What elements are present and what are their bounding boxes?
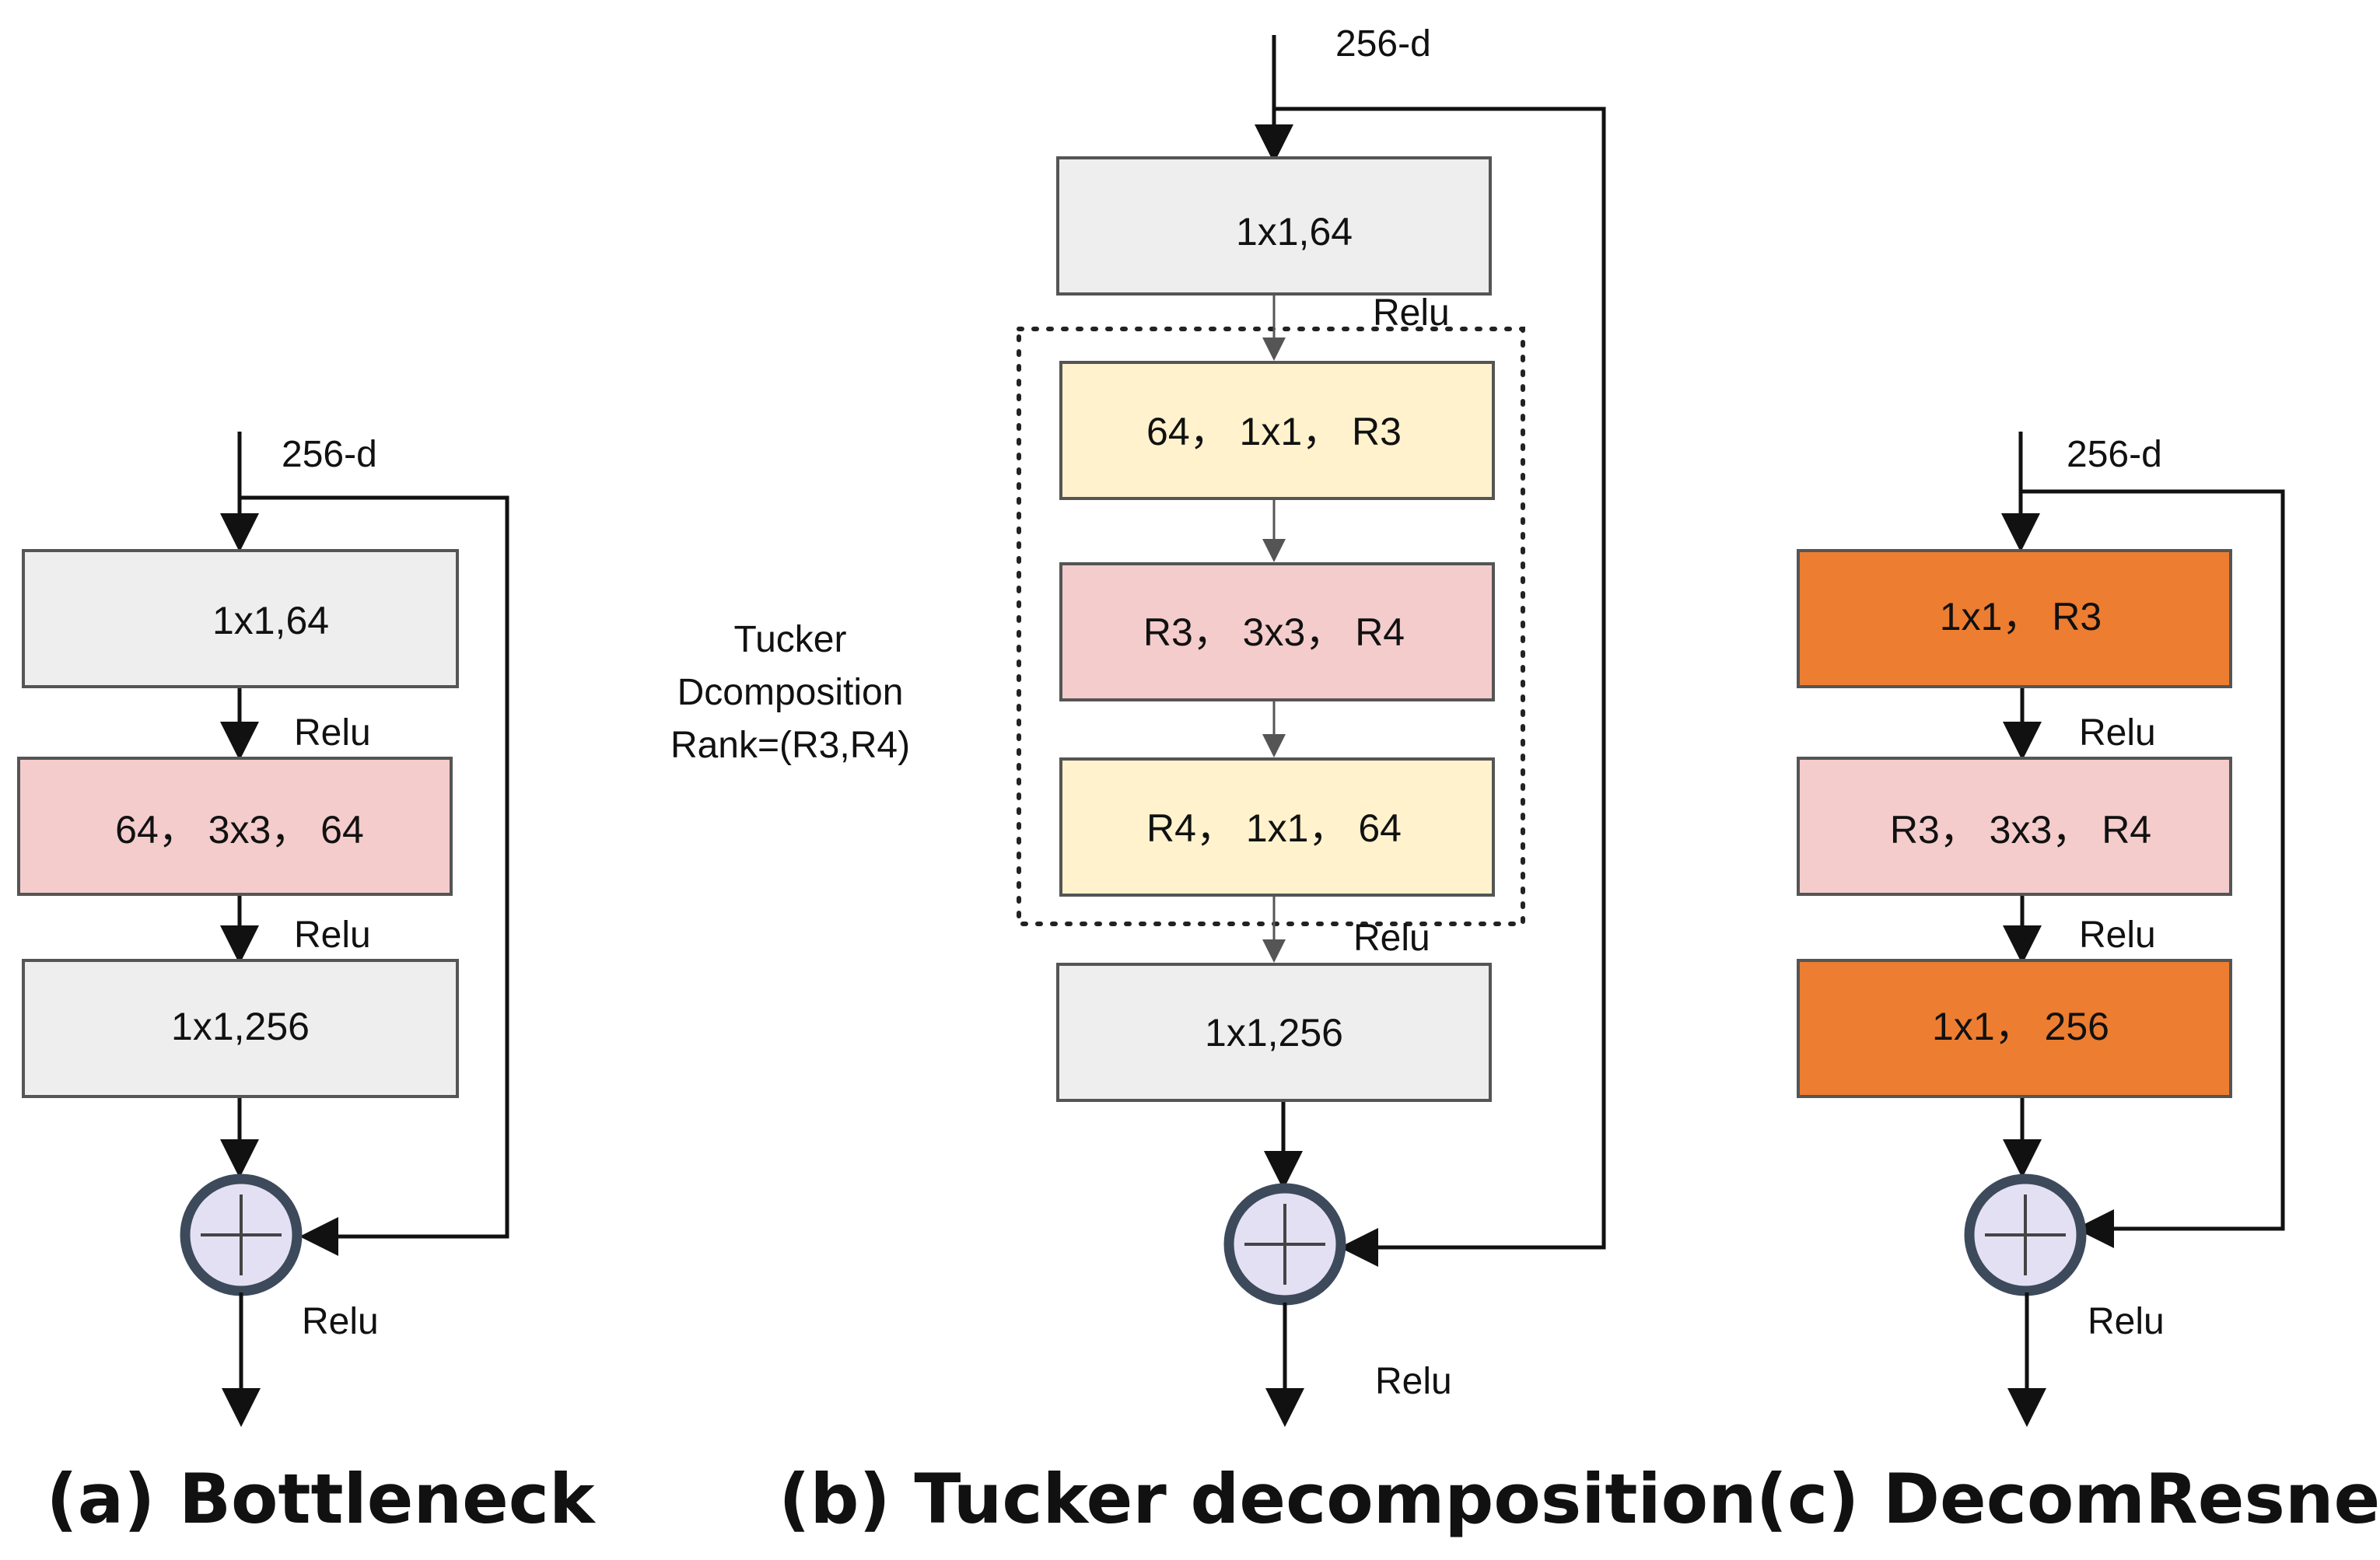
core-block-1: [1059, 361, 1495, 500]
relu-label-out: Relu: [2088, 1301, 2165, 1342]
conv-block-3-label: 1x1,256: [171, 1005, 310, 1048]
conv-block-2-label: 64， 3x3， 64: [115, 808, 364, 852]
input-label: 256-d: [2067, 434, 2162, 475]
add-icon: [1964, 1173, 2087, 1296]
input-label: 256-d: [1335, 23, 1431, 65]
skip-connection: [2021, 489, 2285, 1248]
core-block-2-label: R3， 3x3， R4: [1143, 610, 1405, 654]
conv-block-last: [1056, 963, 1492, 1102]
conv-block-2-label: R3， 3x3， R4: [1890, 808, 2151, 852]
core-block-1-label: 64， 1x1， R3: [1146, 410, 1402, 453]
panel-b-tucker: 256-d 1x1,64 Relu 64， 1x1， R3 R3， 3x3， R…: [670, 23, 1757, 1539]
conv-block-2: [17, 757, 453, 896]
conv-block-1: [22, 549, 459, 688]
core-block-2: [1059, 562, 1495, 701]
relu-label-1: Relu: [1373, 292, 1450, 334]
conv-block-1-label: 1x1,64: [212, 599, 329, 642]
core-block-3-label: R4， 1x1， 64: [1146, 806, 1402, 850]
panel-b-caption: (b) Tucker decomposition: [779, 1459, 1756, 1539]
conv-block-3: [1797, 959, 2232, 1098]
conv-block-1: [1797, 549, 2232, 688]
tucker-side-label-1: Tucker: [734, 619, 847, 660]
relu-label-2: Relu: [1353, 918, 1430, 959]
conv-block-1-label: 1x1， R3: [1940, 595, 2102, 638]
conv-block-3-label: 1x1， 256: [1932, 1005, 2109, 1048]
conv-block-3: [22, 959, 459, 1098]
tucker-dotted-region: [1017, 327, 1525, 926]
conv-block-last-label: 1x1,256: [1205, 1011, 1343, 1055]
tucker-side-label-2: Dcomposition: [677, 672, 904, 713]
relu-label-1: Relu: [2079, 712, 2156, 754]
conv-block-1: [1056, 156, 1492, 296]
relu-label-2: Relu: [2079, 915, 2156, 956]
tucker-side-label-3: Rank=(R3,R4): [670, 725, 910, 766]
skip-connection: [240, 495, 509, 1256]
relu-label-out: Relu: [1375, 1361, 1452, 1402]
panel-a-bottleneck: 256-d 1x1,64 Relu 64， 3x3， 64 Relu 1x1,2…: [17, 432, 597, 1539]
relu-label-out: Relu: [302, 1301, 379, 1342]
panel-c-caption: (c) DecomResnet: [1756, 1459, 2380, 1539]
core-block-3: [1059, 757, 1495, 897]
conv-block-2: [1797, 757, 2232, 896]
panel-c-decomresnet: 256-d 1x1， R3 Relu R3， 3x3， R4 Relu 1x1，…: [1756, 432, 2380, 1539]
relu-label-1: Relu: [294, 712, 371, 754]
add-icon: [180, 1173, 303, 1296]
add-icon: [1223, 1183, 1346, 1306]
conv-block-1-label: 1x1,64: [1236, 210, 1353, 254]
input-label: 256-d: [282, 434, 377, 475]
skip-connection: [1274, 107, 1606, 1267]
panel-a-caption: (a) Bottleneck: [47, 1459, 597, 1539]
relu-label-2: Relu: [294, 915, 371, 956]
